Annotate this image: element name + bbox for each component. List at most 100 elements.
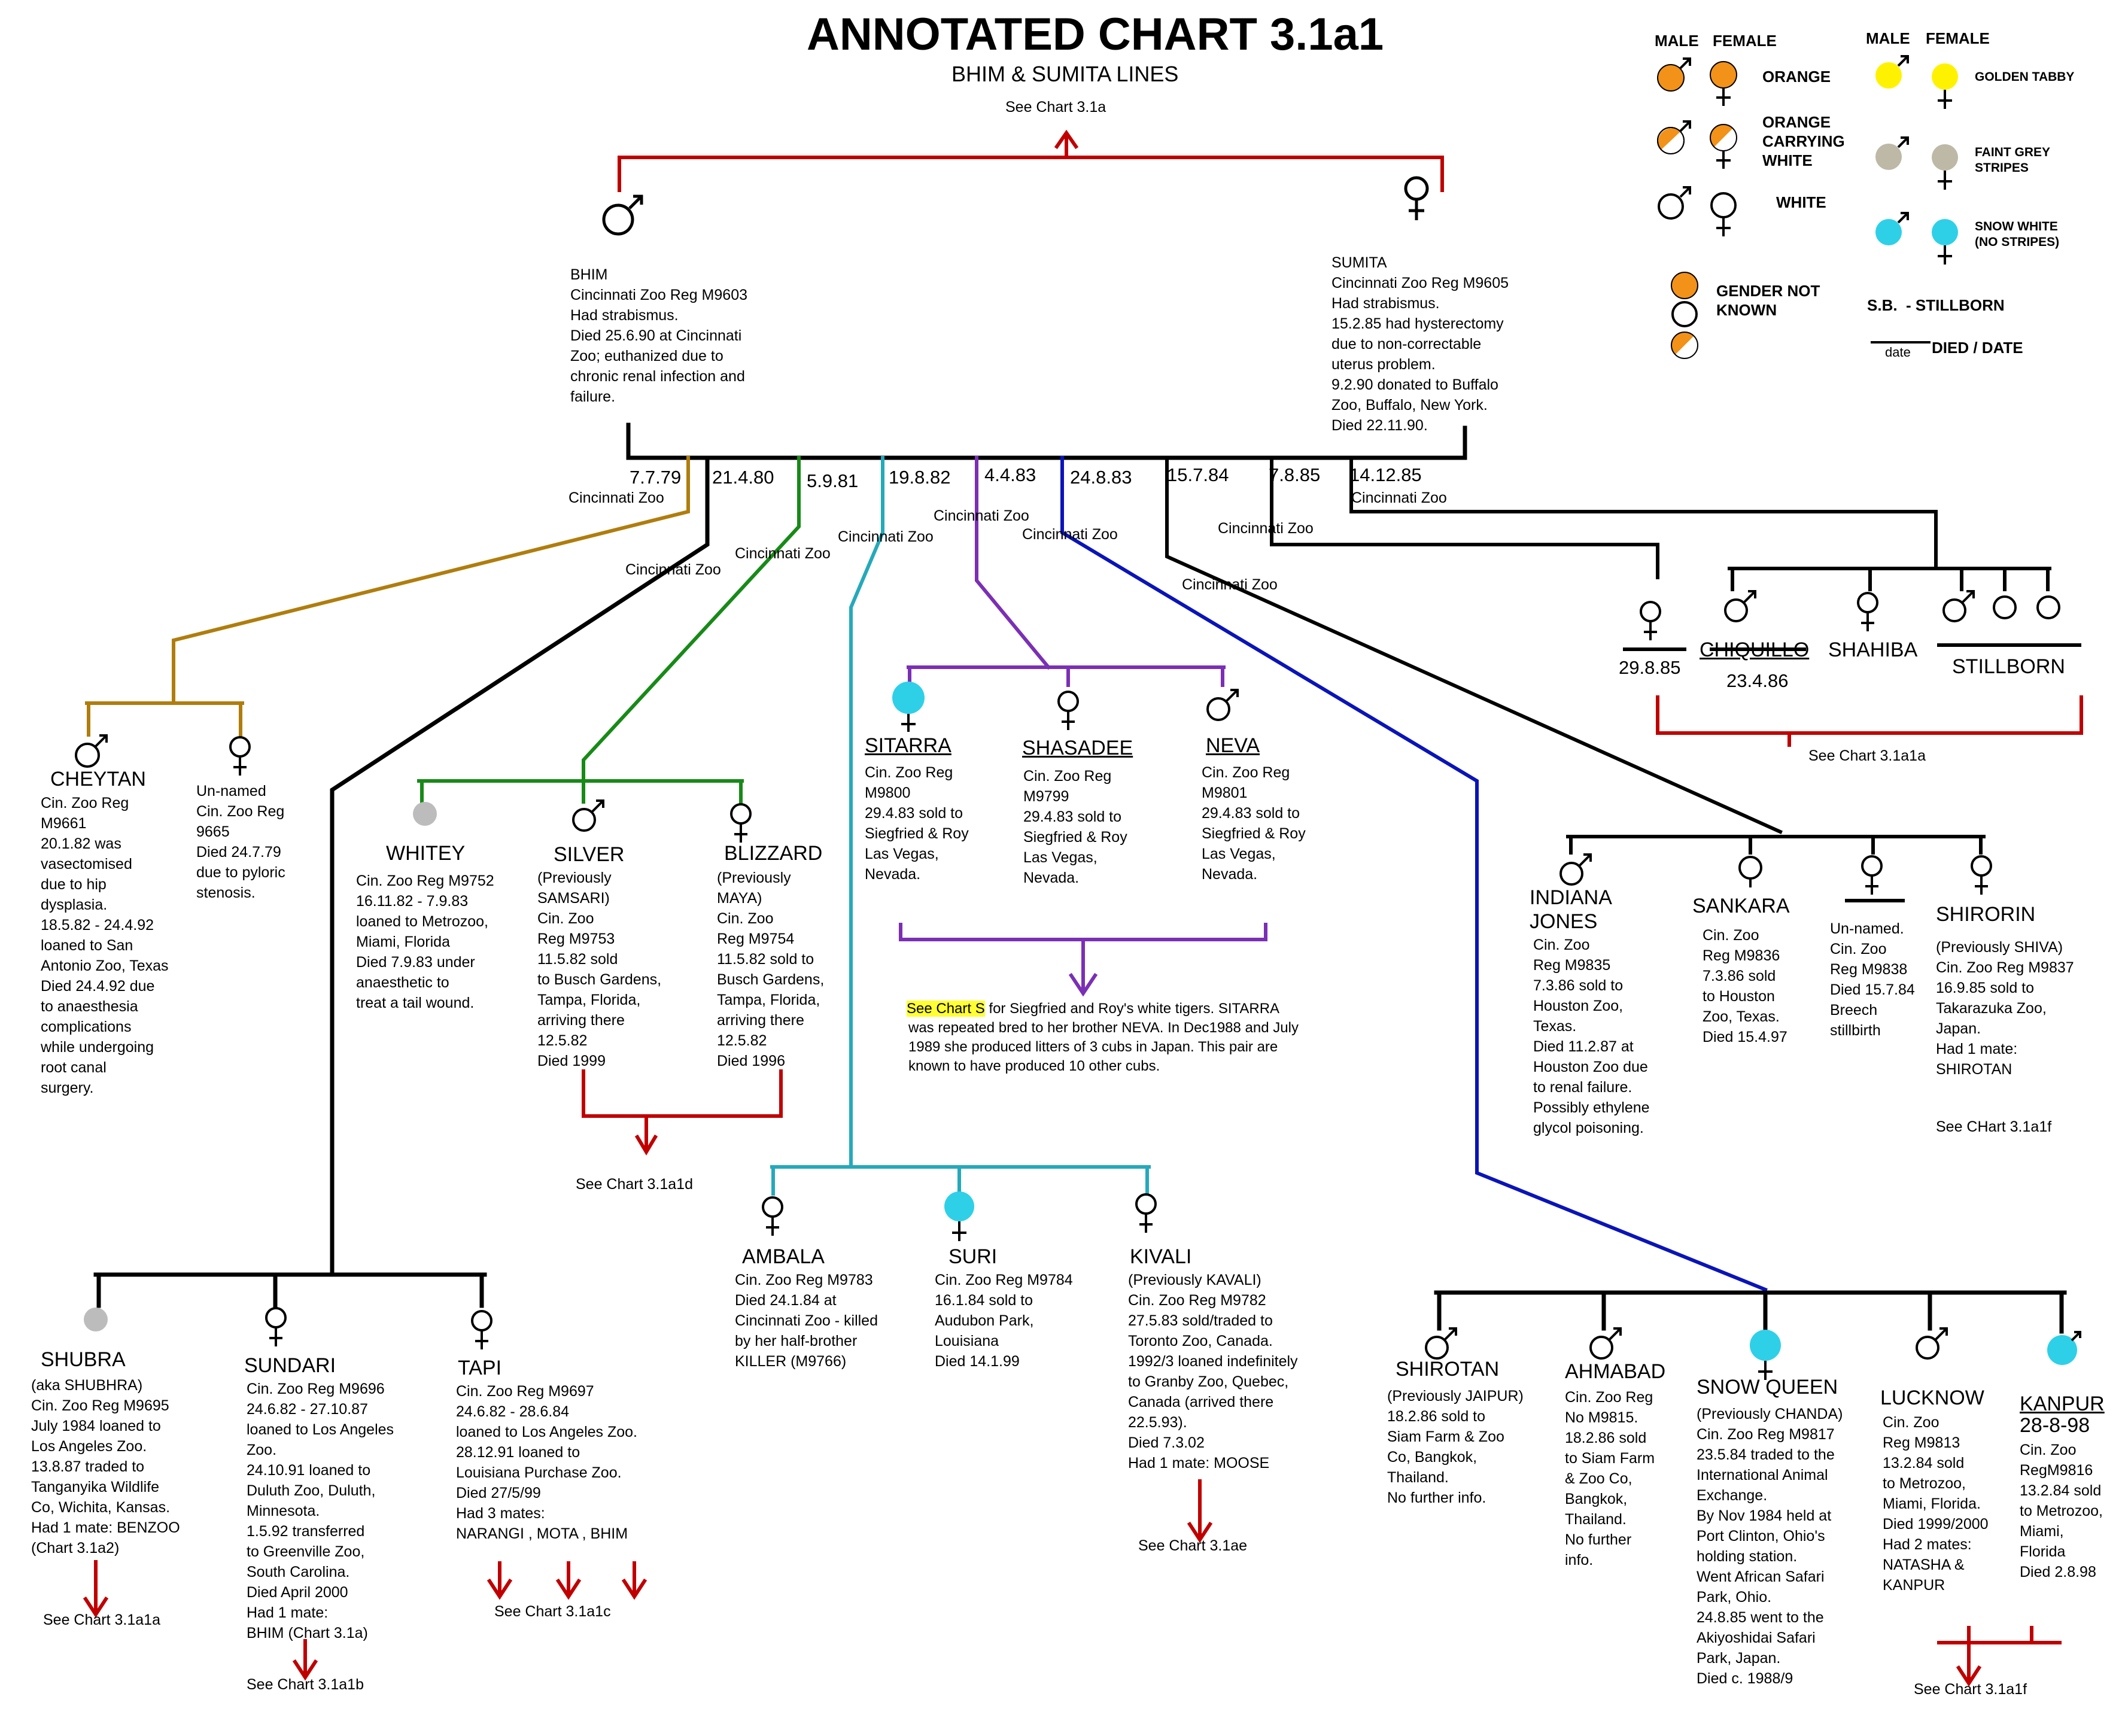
sumita-info: SUMITA Cincinnati Zoo Reg M9605 Had stra… [1331,254,1509,434]
unnamed-m9838-info: Un-named. Cin. Zoo Reg M9838 Died 15.7.8… [1830,920,1915,1039]
bhim-info: BHIM Cincinnati Zoo Reg M9603 Had strabi… [570,266,747,405]
chart-title: ANNOTATED CHART 3.1a1 [807,9,1384,60]
litter-2-lines [93,455,710,1308]
parent-chart-link[interactable]: See Chart 3.1a [1005,99,1106,115]
shubra-grey-unknown-icon [84,1308,108,1331]
shasadee-female-icon [1057,691,1079,730]
snow-queen-snow-white-female-icon [1750,1330,1781,1380]
orange-carrying-white-unknown-gender-icon [1671,332,1698,359]
shirotan-info: (Previously JAIPUR) 18.2.86 sold to Siam… [1387,1388,1524,1506]
shubra-name: SHUBRA [41,1348,126,1371]
litter-1-place: Cincinnati Zoo [569,490,664,506]
lucknow-name: LUCKNOW [1880,1387,1984,1409]
litter-1-date: 7.7.79 [630,467,682,488]
blizzard-info: (Previously MAYA) Cin. Zoo Reg M9754 11.… [717,869,825,1069]
sundari-chart-link[interactable]: See Chart 3.1a1b [247,1676,364,1693]
litter-6-date: 24.8.83 [1070,467,1132,488]
litter-8-lines [1270,456,1686,651]
snow-white-female-icon [1932,219,1958,264]
cheytan-name: CHEYTAN [50,768,146,791]
shubra-info: (aka SHUBHRA) Cin. Zoo Reg M9695 July 19… [31,1377,180,1556]
unnamed-m9838-female-icon [1861,855,1883,895]
litter-8-died-date: 29.8.85 [1619,657,1681,678]
kanpur-name: KANPUR [2020,1393,2105,1415]
tapi-info: Cin. Zoo Reg M9697 24.6.82 - 28.6.84 loa… [456,1383,638,1542]
legend-date-word: date [1885,345,1911,360]
litter-9-date: 14.12.85 [1349,464,1422,485]
litter-7-date: 15.7.84 [1167,464,1229,485]
lucknow-kanpur-chart-link[interactable]: See Chart 3.1a1f [1914,1681,2027,1698]
ahmabad-info: Cin. Zoo Reg No M9815. 18.2.86 sold to S… [1565,1389,1655,1568]
tapi-chart-link[interactable]: See Chart 3.1a1c [494,1603,611,1620]
chiquillo-died-date: 23.4.86 [1726,670,1789,691]
litter-3-lines [417,456,801,816]
litter-3-date: 5.9.81 [807,470,859,491]
indiana-jones-info: Cin. Zoo Reg M9835 7.3.86 sold to Housto… [1533,937,1650,1136]
sundari-female-icon [265,1307,287,1346]
suri-snow-white-female-icon [944,1191,974,1241]
litter-5-place: Cincinnati Zoo [934,507,1029,524]
cheytan-info: Cin. Zoo Reg M9661 20.1.82 was vasectomi… [41,795,169,1096]
stillborn-label: STILLBORN [1952,655,2065,678]
last-litter-chart-link[interactable]: See Chart 3.1a1a [1808,747,1926,764]
snow-white-male-icon [1875,212,1909,245]
litter-8-female-icon [1640,601,1661,640]
ambala-female-icon [762,1196,783,1236]
litter-6-lines [1060,456,1768,1292]
litter-4-place: Cincinnati Zoo [838,528,934,545]
kanpur-date: 28-8-98 [2020,1414,2090,1437]
indiana-jones-male-icon [1559,853,1592,886]
sitarra-snow-white-female-icon [892,682,925,732]
unnamed-9665-female-icon [229,736,251,776]
litter-6-offspring-lines [1434,1290,2067,1340]
chart-s-note-rest: was repeated bred to her brother NEVA. I… [908,1020,1299,1074]
litter-8-date: 7.8.85 [1269,464,1321,485]
ahmabad-male-icon [1589,1327,1622,1360]
sankara-info: Cin. Zoo Reg M9836 7.3.86 sold to Housto… [1703,927,1787,1045]
litter-9-lines [1349,456,2081,651]
indiana-jones-name: INDIANA JONES [1530,886,1612,933]
chiquillo-male-icon [1724,590,1756,622]
litter-5-date: 4.4.83 [984,464,1036,485]
legend-died-line [1871,341,1931,343]
cheytan-male-icon [75,734,108,768]
sumita-white-female-icon [1404,176,1429,220]
neva-male-icon [1206,689,1239,721]
sankara-name: SANKARA [1692,895,1790,917]
silver-blizzard-chart-link[interactable]: See Chart 3.1a1d [576,1176,693,1193]
litter-4-lines [770,456,1151,1196]
golden-tabby-male-icon [1875,55,1909,89]
snow-queen-name: SNOW QUEEN [1697,1376,1838,1398]
orange-unknown-gender-icon [1671,272,1698,299]
chart-s-link[interactable]: See Chart S [907,1001,985,1017]
kivali-chart-link[interactable]: See Chart 3.1ae [1138,1537,1248,1554]
ambala-name: AMBALA [742,1245,825,1268]
shirotan-name: SHIROTAN [1396,1358,1500,1381]
chart-subtitle: BHIM & SUMITA LINES [951,62,1179,86]
whitey-name: WHITEY [386,842,466,865]
litter-9-place: Cincinnati Zoo [1351,490,1447,506]
white-male-icon [1658,186,1691,220]
bhim-white-male-icon [602,194,643,236]
shirotan-male-icon [1425,1327,1457,1360]
shasadee-name: SHASADEE [1022,737,1133,759]
stillborn-unknown-icon-1 [1993,595,2017,619]
sundari-info: Cin. Zoo Reg M9696 24.6.82 - 27.10.87 lo… [247,1381,394,1641]
litter-7-place: Cincinnati Zoo [1182,576,1278,593]
silver-info: (Previously SAMSARI) Cin. Zoo Reg M9753 … [537,869,662,1069]
legend-male-header-2: MALE [1866,29,1910,47]
golden-tabby-female-icon [1932,63,1958,109]
shubra-chart-link[interactable]: See Chart 3.1a1a [43,1612,160,1628]
shahiba-name: SHAHIBA [1828,639,1918,661]
shahiba-female-icon [1857,592,1878,631]
chart-s-note: See Chart S for Siegfried and Roy's whit… [907,999,1279,1019]
litter-3-place: Cincinnati Zoo [735,545,831,562]
shirorin-chart-link[interactable]: See CHart 3.1a1f [1936,1118,2052,1135]
chiquillo-name: CHIQUILLO [1700,639,1810,661]
neva-name: NEVA [1206,734,1260,757]
litter-2-place: Cincinnati Zoo [625,561,721,578]
legend-stillborn-label: S.B. - STILLBORN [1867,296,2005,314]
tapi-name: TAPI [458,1357,502,1379]
legend-white-label: WHITE [1776,193,1826,211]
